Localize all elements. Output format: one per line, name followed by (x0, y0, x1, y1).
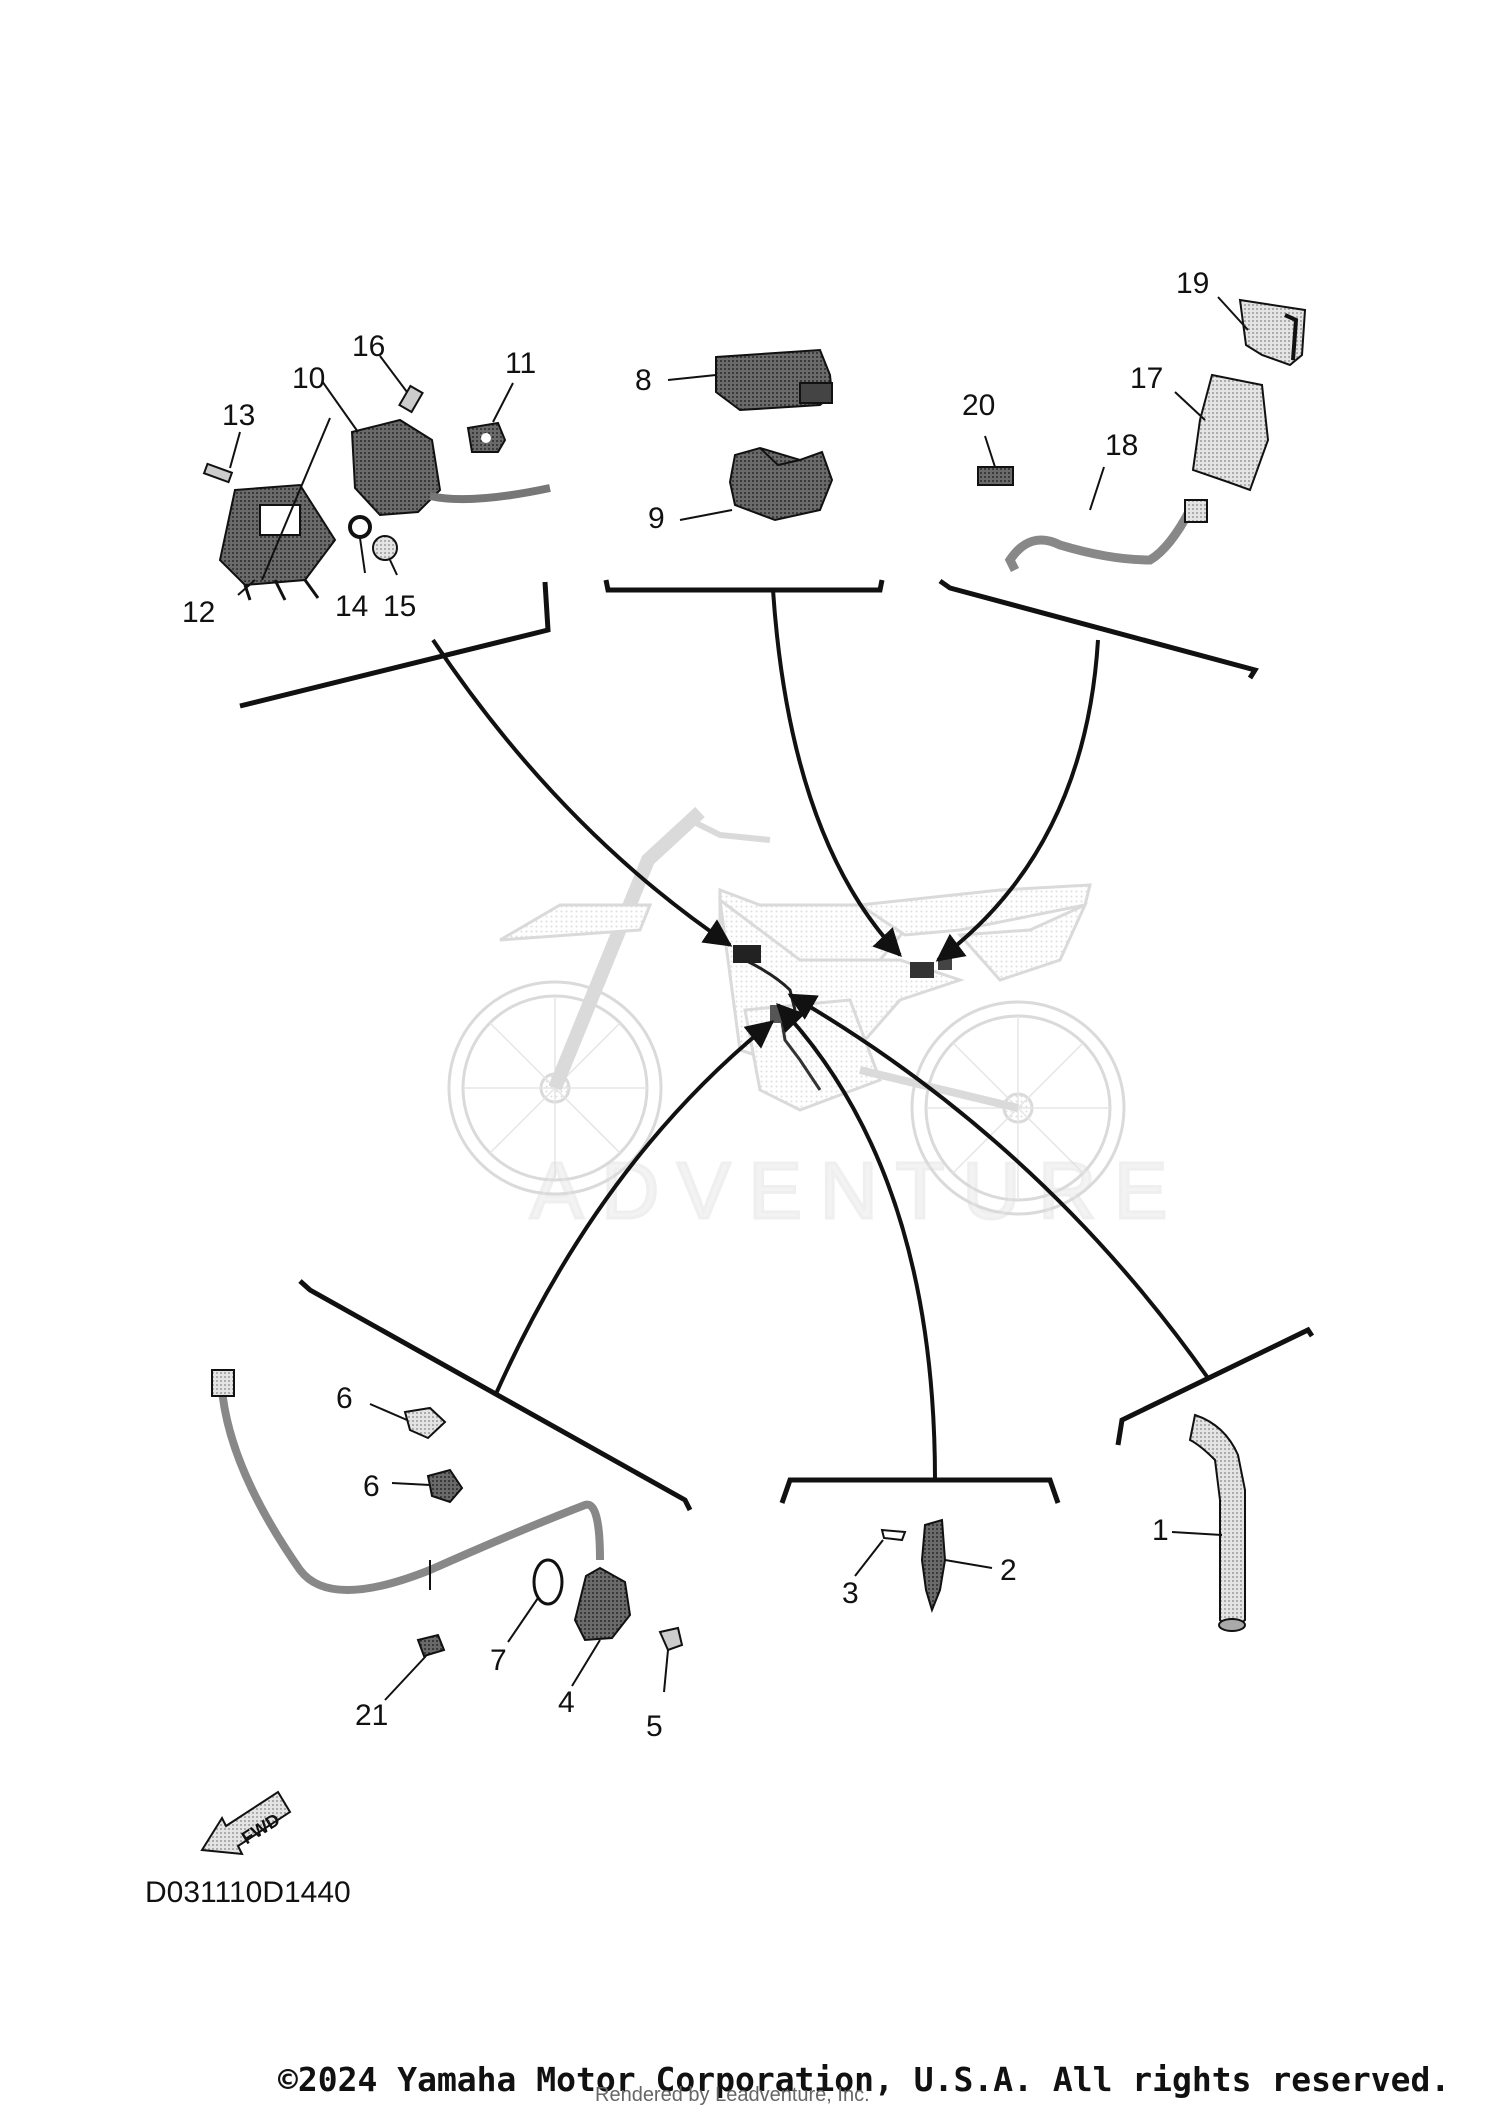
callout-1: 1 (1152, 1514, 1169, 1547)
cdi-group (715, 348, 834, 522)
rectifier-lead-part (1004, 507, 1194, 573)
leader-lines (229, 296, 1249, 1701)
callout-11: 11 (505, 347, 536, 380)
cdi-cover-part (728, 446, 834, 522)
arrow-to-rectifier (935, 639, 1100, 962)
callout-2: 2 (1000, 1554, 1017, 1587)
o-ring-part (532, 1558, 564, 1606)
callout-19: 19 (1176, 267, 1209, 300)
arrow-to-coil (431, 638, 733, 947)
arrow-to-sensor (776, 1002, 937, 1481)
front-fork (548, 806, 705, 1091)
front-wheel (447, 980, 663, 1196)
bracket-cdi (603, 579, 885, 593)
callout-20: 20 (962, 389, 995, 422)
callout-9: 9 (648, 502, 665, 535)
bracket-plug-cap (1115, 1326, 1315, 1446)
sensor-part (920, 1518, 947, 1614)
bracket-ignition-coil (239, 581, 551, 709)
front-fender (499, 903, 653, 942)
clamp-part-a (403, 1406, 447, 1440)
rectifier-part (1191, 373, 1270, 492)
callout-5: 5 (646, 1710, 663, 1743)
clamp-part-b (426, 1468, 464, 1504)
callout-17: 17 (1130, 362, 1163, 395)
bolt-part (658, 1626, 684, 1652)
callout-18: 18 (1105, 429, 1138, 462)
callout-12: 12 (182, 596, 215, 629)
clip-part (880, 1528, 907, 1542)
rear-wheel (910, 1000, 1126, 1216)
rendered-by-notice: Rendered by Leadventure, Inc. (595, 2084, 870, 2106)
rear-fender (956, 901, 1089, 982)
callout-16: 16 (352, 330, 385, 363)
callout-6b: 6 (363, 1470, 380, 1503)
callout-6a: 6 (336, 1382, 353, 1415)
fwd-arrow: FWD (200, 1790, 292, 1856)
arrow-to-cdi (771, 589, 902, 958)
rectifier-group (977, 298, 1307, 573)
sensor-group (880, 1518, 947, 1614)
watermark-text: ADVENTURE (530, 1146, 1185, 1235)
plug-cap-group (1188, 1413, 1246, 1632)
copyright-notice: ©2024 Yamaha Motor Corporation, U.S.A. A… (278, 2060, 1451, 2099)
arrow-to-plug-cap (787, 993, 1210, 1380)
callout-4: 4 (558, 1686, 575, 1719)
ignition-coil-part (350, 418, 442, 517)
bracket-rectifier (938, 578, 1259, 680)
connector-part (977, 466, 1014, 486)
callout-13: 13 (222, 399, 255, 432)
arrow-to-pickup (493, 1020, 775, 1397)
callout-3: 3 (842, 1577, 859, 1610)
pickup-coil-part (573, 1566, 632, 1642)
motorcycle-illustration: ADVENTURE (447, 806, 1185, 1237)
fwd-arrow-icon (200, 1790, 292, 1856)
grommet-small-part (416, 1633, 446, 1658)
plug-cap-part (1188, 1413, 1246, 1632)
callout-7: 7 (490, 1644, 507, 1677)
ignition-coil-group (202, 384, 551, 601)
washer-part (348, 515, 372, 539)
collar-part (372, 535, 398, 561)
diagram-id: D031110D1440 (145, 1876, 351, 1909)
pickup-lead-part (218, 1389, 604, 1594)
callout-numbers: 16 10 11 13 12 14 15 8 9 19 17 18 20 6 6… (182, 267, 1209, 1743)
callout-14: 14 (335, 590, 368, 623)
swingarm (859, 1066, 1019, 1112)
callout-8: 8 (635, 364, 652, 397)
callout-15: 15 (383, 590, 416, 623)
pickup-group (211, 1369, 684, 1658)
pointer-arrows (431, 589, 1210, 1481)
callout-10: 10 (292, 362, 325, 395)
bracket-sensor (779, 1477, 1061, 1504)
callout-21: 21 (355, 1699, 388, 1732)
